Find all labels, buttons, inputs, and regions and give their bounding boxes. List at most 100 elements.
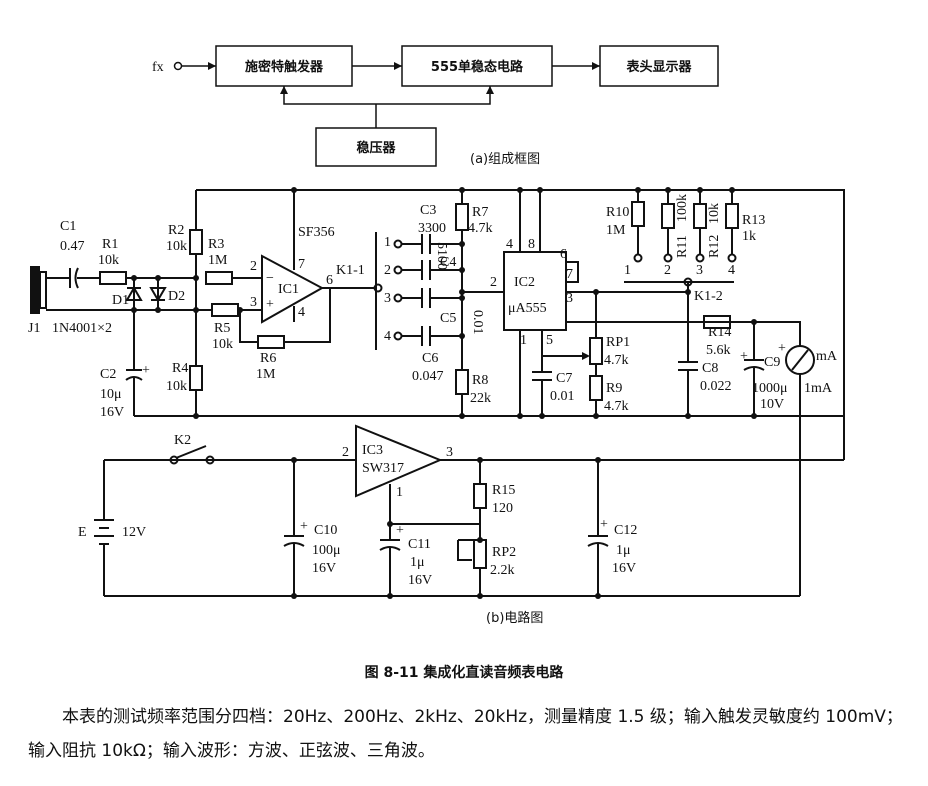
r9-value: 4.7k	[604, 399, 629, 414]
rp1-value: 4.7k	[604, 353, 629, 368]
svg-text:7: 7	[298, 257, 305, 272]
svg-text:1: 1	[520, 333, 527, 348]
r12-label: R12	[707, 235, 722, 258]
r9	[589, 375, 603, 401]
r7-value: 4.7k	[468, 221, 493, 236]
e-value: 12V	[122, 525, 146, 540]
c11-voltage: 16V	[408, 573, 432, 588]
block-meter-label: 表头显示器	[625, 59, 692, 75]
r3-label: R3	[208, 237, 224, 252]
r15	[473, 483, 487, 509]
svg-text:+: +	[778, 341, 786, 356]
svg-text:+: +	[300, 519, 308, 534]
description: 本表的测试频率范围分四档：20Hz、200Hz、2kHz、20kHz，测量精度 …	[28, 700, 908, 768]
d2-label: D2	[168, 289, 185, 304]
r1-value: 10k	[98, 253, 119, 268]
svg-text:4: 4	[298, 305, 305, 320]
c5-value: 0.01	[470, 310, 485, 335]
r4-value: 10k	[166, 379, 187, 394]
c12-label: C12	[614, 523, 637, 538]
r8-value: 22k	[470, 391, 491, 406]
r7	[455, 203, 469, 231]
r3-value: 1M	[208, 253, 228, 268]
r4	[189, 365, 203, 391]
r7-label: R7	[472, 205, 488, 220]
svg-text:+: +	[740, 349, 748, 364]
svg-text:4: 4	[728, 263, 735, 278]
svg-text:3: 3	[446, 445, 453, 460]
r6	[257, 335, 285, 349]
r8	[455, 369, 469, 395]
r11-label: R11	[675, 235, 690, 258]
r2-label: R2	[168, 223, 184, 238]
e-label: E	[78, 525, 87, 540]
c6-value: 0.047	[412, 369, 444, 384]
svg-text:+: +	[142, 363, 150, 378]
r14-value: 5.6k	[706, 343, 731, 358]
jack-j1	[30, 266, 40, 314]
c11-value: 1μ	[410, 555, 425, 570]
c2-value: 10μ	[100, 387, 122, 402]
r5	[211, 303, 239, 317]
r9-label: R9	[606, 381, 622, 396]
r15-label: R15	[492, 483, 515, 498]
c9-voltage: 10V	[760, 397, 784, 412]
r14-label: R14	[708, 325, 731, 340]
svg-text:6: 6	[326, 273, 333, 288]
ic1-type: SF356	[298, 225, 335, 240]
svg-text:1: 1	[624, 263, 631, 278]
c7-value: 0.01	[550, 389, 575, 404]
k2-switch	[169, 455, 179, 465]
r8-label: R8	[472, 373, 488, 388]
rp2	[473, 539, 487, 569]
svg-text:5: 5	[546, 333, 553, 348]
ic3-label: IC3	[362, 443, 383, 458]
rp1-label: RP1	[606, 335, 630, 350]
r10-label: R10	[606, 205, 629, 220]
svg-text:+: +	[266, 297, 274, 312]
r6-value: 1M	[256, 367, 276, 382]
svg-text:1: 1	[384, 235, 391, 250]
meter-value: 1mA	[804, 381, 833, 396]
c2-label: C2	[100, 367, 116, 382]
block-regulator-label: 稳压器	[356, 140, 396, 156]
r12-value: 10k	[707, 203, 722, 224]
circuit-caption: (b)电路图	[486, 610, 543, 626]
r2	[189, 229, 203, 255]
c12-value: 1μ	[616, 543, 631, 558]
svg-text:3: 3	[566, 291, 573, 306]
block-diagram: fx 施密特触发器 555单稳态电路 表头显示器 稳压器 (a)组成框图	[152, 45, 719, 167]
svg-text:6: 6	[560, 247, 567, 262]
c3-label: C3	[420, 203, 436, 218]
ic2	[503, 251, 567, 331]
rp1	[589, 337, 603, 365]
r2-value: 10k	[166, 239, 187, 254]
block-555-label: 555单稳态电路	[431, 59, 524, 75]
svg-text:+: +	[600, 517, 608, 532]
description-text: 本表的测试频率范围分四档：20Hz、200Hz、2kHz、20kHz，测量精度 …	[28, 707, 903, 761]
c4-label: C4	[440, 255, 456, 270]
c8-value: 0.022	[700, 379, 732, 394]
block-caption: (a)组成框图	[470, 152, 540, 167]
r12	[693, 203, 707, 229]
svg-text:2: 2	[384, 263, 391, 278]
circuit-schematic: J1 1N4001×2 C1 0.47 R1 10k D1 D2 + C2 10…	[28, 187, 845, 626]
r1-label: R1	[102, 237, 118, 252]
svg-text:2: 2	[342, 445, 349, 460]
r10	[631, 201, 645, 227]
c10-voltage: 16V	[312, 561, 336, 576]
c2-voltage: 16V	[100, 405, 124, 420]
ic2-label: IC2	[514, 275, 535, 290]
c1-value: 0.47	[60, 239, 85, 254]
svg-text:4: 4	[506, 237, 513, 252]
svg-text:3: 3	[384, 291, 391, 306]
c9-label: C9	[764, 355, 780, 370]
r5-value: 10k	[212, 337, 233, 352]
k11-label: K1-1	[336, 263, 365, 278]
rp2-label: RP2	[492, 545, 516, 560]
d2	[149, 287, 167, 302]
figure-title: 图 8-11 集成化直读音频表电路	[364, 665, 564, 681]
c11-label: C11	[408, 537, 431, 552]
c4-value: 5100	[434, 242, 449, 270]
